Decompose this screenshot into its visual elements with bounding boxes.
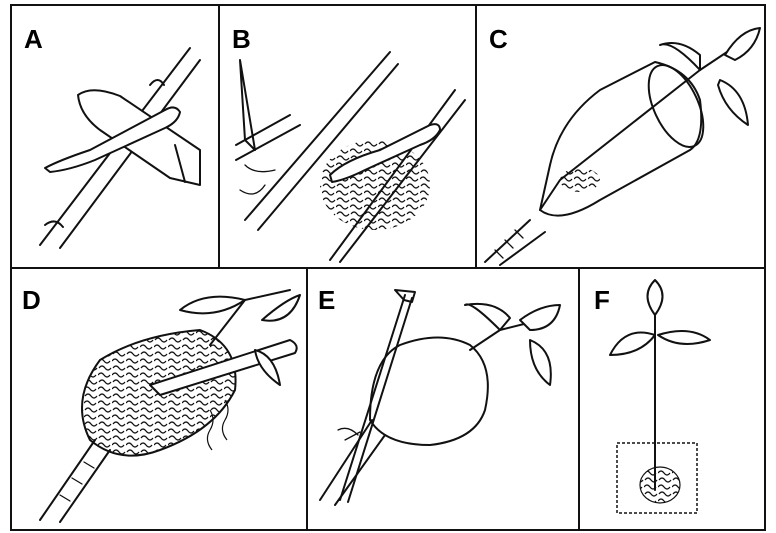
panel-c-sleeve-drawing: [485, 28, 760, 265]
panel-label-e: E: [318, 287, 335, 313]
panel-label-a: A: [24, 26, 43, 52]
panel-label-c: C: [489, 26, 508, 52]
panel-label-d: D: [22, 287, 41, 313]
panel-label-b: B: [232, 26, 251, 52]
panel-a-cutting-drawing: [40, 48, 200, 248]
panel-d-moss-ball-drawing: [40, 290, 300, 522]
panel-b-moss-wrap-drawing: [236, 52, 465, 262]
panel-f-potted-plant-drawing: [610, 280, 710, 513]
panel-label-f: F: [594, 287, 610, 313]
panel-e-staked-layer-drawing: [320, 290, 560, 505]
